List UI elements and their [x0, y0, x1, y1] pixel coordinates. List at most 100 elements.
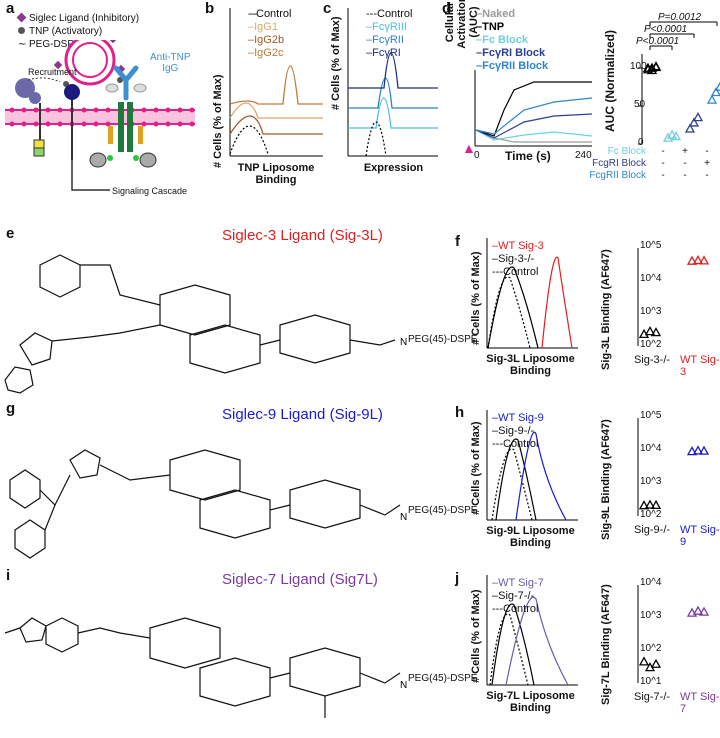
sig7-ligand-structure: N: [4, 617, 407, 718]
hist-wt-sig3: [541, 256, 573, 349]
j-ytick-2: 10^2: [640, 643, 662, 654]
auc-point: [684, 123, 696, 133]
auc-point: [670, 131, 682, 141]
sig9-ligand-title: Siglec-9 Ligand (Sig-9L): [222, 406, 383, 423]
h-point: [692, 445, 704, 455]
hist-sig9-ko: [495, 438, 537, 521]
legend-siglec-ligand: Siglec Ligand (Inhibitory): [29, 13, 140, 24]
panel-j-histogram: [486, 575, 578, 686]
panel-j-scatter: [637, 585, 710, 683]
j-group-wt: WT Sig-7: [680, 691, 720, 715]
hist-wt-sig9: [515, 431, 567, 521]
panel-label-g: g: [6, 400, 16, 417]
h-point: [644, 499, 656, 509]
hist-control: [487, 276, 531, 349]
panel-h-scatter: [637, 418, 710, 516]
panel-label-e: e: [6, 225, 15, 242]
panel-d-timecourse: [474, 70, 592, 147]
sig9-peg-label: PEG(45)-DSPE: [408, 505, 478, 516]
auc-point: [714, 81, 720, 91]
panel-d-xlabel: Time (s): [505, 149, 551, 163]
panel-d-xtick-0: 0: [474, 150, 480, 161]
hist-igg2c: [229, 65, 323, 105]
recruitment-label: Recruitment: [28, 67, 77, 77]
hist-fcgr2: [348, 77, 438, 109]
schematic-legend: Siglec Ligand (Inhibitory) TNP (Activato…: [16, 12, 140, 50]
j-point: [686, 607, 698, 617]
auc-point: [706, 94, 718, 104]
f-point: [686, 255, 698, 265]
panel-b-ylabel: # Cells (% of Max): [212, 74, 224, 168]
condition-table: Fc Block - + - - FcgRI Block - - + - Fcg…: [589, 146, 710, 181]
panel-label-a: a: [6, 0, 15, 17]
panel-label-f: f: [455, 233, 460, 250]
f-ytick-4: 10^4: [640, 273, 662, 284]
sig3-peg-label: PEG(45)-DSPE: [408, 334, 478, 345]
panel-label-i: i: [6, 567, 11, 584]
panel-label-b: b: [205, 0, 215, 17]
f-group-ko: Sig-3-/-: [634, 354, 671, 366]
h-point: [686, 446, 698, 456]
j-point: [692, 605, 704, 615]
panel-label-h: h: [455, 404, 465, 421]
syk-kinase: [89, 152, 107, 168]
sig3-ligand-title: Siglec-3 Ligand (Sig-3L): [222, 227, 383, 244]
f-ytick-2: 10^2: [640, 339, 662, 350]
auc-points: [642, 61, 720, 142]
stimulus-arrow-icon: ▲: [462, 140, 476, 156]
j-point: [638, 656, 650, 666]
panel-c-legend: ---Control –FcγRIII –FcγRII –FcγRI: [366, 8, 413, 59]
panel-j-legend: –WT Sig-7 –Sig-7-/- ---Control: [492, 577, 544, 615]
f-ytick-5: 10^5: [640, 240, 662, 251]
auc-scatter: [638, 21, 720, 145]
pvalue-3: P<0.0001: [636, 36, 680, 47]
panel-f-histogram: [486, 238, 578, 349]
auc-point: [710, 86, 720, 97]
hist-igg1: [229, 102, 323, 119]
j-ytick-1: 10^1: [640, 676, 662, 687]
siglec-receptor: [15, 78, 35, 98]
hist-control: [491, 448, 533, 521]
j-ytick-4: 10^4: [640, 577, 662, 588]
panel-label-c: c: [323, 0, 332, 17]
auc-ylabel: AUC (Normalized): [603, 29, 617, 132]
trace-fcgr2-block: [475, 97, 592, 135]
panel-c-ylabel: # Cells (% of Max): [330, 16, 342, 110]
h-group-wt: WT Sig-9: [680, 524, 720, 548]
sig9-ligand-structure: N: [9, 449, 407, 559]
auc-point: [692, 112, 704, 122]
f-point: [692, 254, 704, 265]
trace-tnp: [475, 81, 592, 137]
hist-sig3-ko: [487, 266, 539, 349]
panel-f-legend: –WT Sig-3 –Sig-3-/- ---Control: [492, 240, 544, 278]
antibody-icon: [113, 65, 139, 101]
hist-wt-sig7: [505, 596, 569, 686]
svg-text:N: N: [400, 512, 407, 523]
panel-b-histogram: [229, 8, 323, 157]
auc-point: [666, 129, 678, 139]
hist-fcgr1: [348, 52, 438, 89]
hist-fcgr3: [348, 97, 438, 129]
hist-sig7-ko: [491, 603, 535, 686]
sig3-ligand-structure: N: [4, 254, 407, 394]
panel-h-ylabel: # Cells (% of Max): [470, 421, 482, 515]
svg-text:N: N: [400, 337, 407, 348]
h-point: [650, 499, 662, 509]
pvalue-2: P<0.0001: [644, 24, 688, 35]
panel-h-legend: –WT Sig-9 –Sig-9-/- ---Control: [492, 412, 544, 450]
h-point: [698, 445, 710, 455]
f-group-wt: WT Sig-3: [680, 354, 720, 378]
hist-control: [365, 121, 387, 157]
panel-h-points: [638, 445, 710, 510]
f-ytick-3: 10^3: [640, 306, 662, 317]
signaling-label: Signaling Cascade: [112, 186, 188, 196]
sig7-ligand-title: Siglec-7 Ligand (Sig7L): [222, 571, 378, 588]
legend-tnp: TNP (Activatory): [29, 26, 103, 37]
auc-ytick-0: 0: [638, 137, 644, 148]
j-point: [698, 606, 710, 616]
